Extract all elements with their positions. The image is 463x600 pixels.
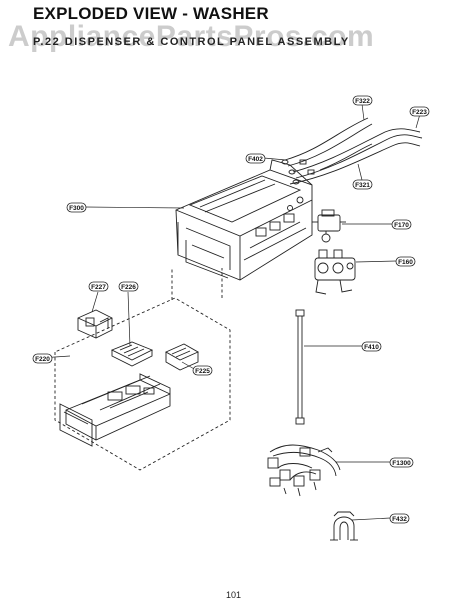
section-subtitle: P.22 DISPENSER & CONTROL PANEL ASSEMBLY xyxy=(33,36,350,48)
label-f220: F220 xyxy=(32,353,53,364)
svg-text:F402: F402 xyxy=(248,156,263,163)
svg-text:F226: F226 xyxy=(121,284,136,291)
part-labels: F322 F223 F402 F321 F300 F170 F160 F227 xyxy=(32,95,430,524)
valve-f160 xyxy=(314,249,356,295)
svg-text:F160: F160 xyxy=(398,259,413,266)
watermark: AppliancePartsPros.com xyxy=(8,20,375,53)
label-f300: F300 xyxy=(66,202,87,213)
part-f227 xyxy=(77,309,113,339)
label-f170: F170 xyxy=(391,219,412,230)
label-f223: F223 xyxy=(409,106,430,117)
label-f225: F225 xyxy=(192,365,213,376)
label-f322: F322 xyxy=(352,95,373,106)
label-f432: F432 xyxy=(389,513,410,524)
svg-text:F410: F410 xyxy=(364,344,379,351)
label-f1300: F1300 xyxy=(389,457,414,468)
svg-text:F220: F220 xyxy=(35,356,50,363)
part-f226 xyxy=(110,341,154,367)
wire-harness xyxy=(267,444,341,497)
leader-lines xyxy=(39,103,421,521)
label-f226: F226 xyxy=(118,281,139,292)
svg-text:F227: F227 xyxy=(91,284,106,291)
svg-text:F1300: F1300 xyxy=(392,460,411,467)
dispenser-housing xyxy=(175,159,313,281)
svg-text:F225: F225 xyxy=(195,368,210,375)
svg-text:F170: F170 xyxy=(394,222,409,229)
page-title: EXPLODED VIEW - WASHER xyxy=(33,4,269,23)
detergent-drawer xyxy=(59,373,171,447)
svg-text:F321: F321 xyxy=(355,182,370,189)
drawer-assembly-outline xyxy=(54,268,231,471)
rod-f410 xyxy=(295,309,305,425)
part-f225 xyxy=(165,343,199,371)
hose-assembly xyxy=(281,117,423,185)
svg-text:F223: F223 xyxy=(412,109,427,116)
valve-f170 xyxy=(312,209,346,243)
label-f160: F160 xyxy=(395,256,416,267)
page-number: 101 xyxy=(226,590,242,600)
label-f227: F227 xyxy=(88,281,109,292)
label-f410: F410 xyxy=(361,341,382,352)
svg-text:F322: F322 xyxy=(355,98,370,105)
label-f402: F402 xyxy=(245,153,266,164)
svg-text:F432: F432 xyxy=(392,516,407,523)
label-f321: F321 xyxy=(352,179,373,190)
svg-text:F300: F300 xyxy=(69,205,84,212)
clip-f432 xyxy=(330,511,358,541)
